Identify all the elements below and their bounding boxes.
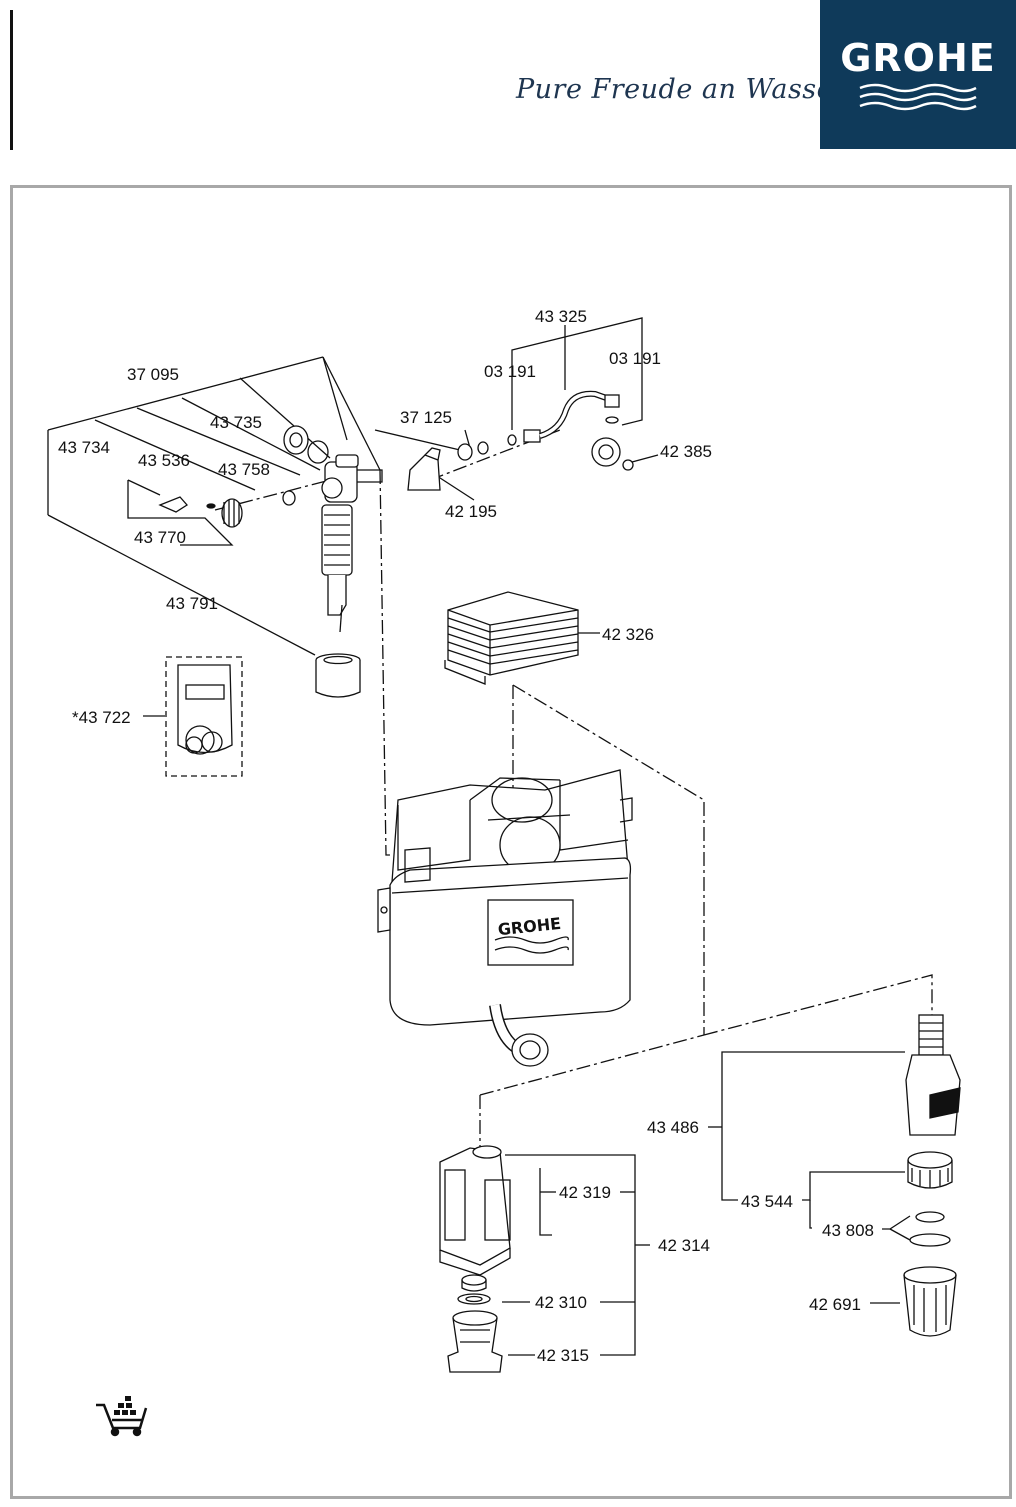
label-43536[interactable]: 43 536 [138,451,190,470]
label-37095[interactable]: 37 095 [127,365,179,384]
label-43770[interactable]: 43 770 [134,528,186,547]
label-42314[interactable]: 42 314 [658,1236,710,1255]
bracket-42314 [502,1154,650,1356]
inlet-connector [407,390,634,491]
label-43544[interactable]: 43 544 [741,1192,793,1211]
label-03191-right[interactable]: 03 191 [609,349,661,368]
cistern-body [377,769,633,1067]
label-43758[interactable]: 43 758 [218,460,270,479]
logo-text: GROHE [840,36,996,80]
label-43722[interactable]: *43 722 [72,708,131,727]
label-42195[interactable]: 42 195 [445,502,497,521]
header-rule [10,10,13,150]
seal-kit-43722 [165,656,243,777]
label-43486[interactable]: 43 486 [647,1118,699,1137]
drawing-frame [10,185,1012,1499]
label-42691[interactable]: 42 691 [809,1295,861,1314]
grohe-logo[interactable]: GROHE [820,0,1016,149]
label-37125[interactable]: 37 125 [400,408,452,427]
part-42326-box [444,591,579,685]
label-42315[interactable]: 42 315 [537,1346,589,1365]
fill-valve [321,454,383,633]
brand-tagline: Pure Freude an Wasser [516,74,847,105]
float-cup-43791 [315,653,361,698]
label-03191-left[interactable]: 03 191 [484,362,536,381]
small-parts [158,425,329,528]
label-43808[interactable]: 43 808 [822,1221,874,1240]
label-43734[interactable]: 43 734 [58,438,110,457]
leader-lines-top [47,317,659,717]
label-43791[interactable]: 43 791 [166,594,218,613]
bracket-43486 [708,1051,911,1304]
label-42310[interactable]: 42 310 [535,1293,587,1312]
flush-valve-42314 [439,1145,511,1373]
part-labels: 43 325 03 191 03 191 37 095 43 735 37 12… [58,307,874,1365]
shopping-cart-icon[interactable] [96,1396,148,1437]
label-42385[interactable]: 42 385 [660,442,712,461]
flush-valve-43486 [903,1014,961,1337]
label-43735[interactable]: 43 735 [210,413,262,432]
grohe-wave-logo-icon [859,83,977,111]
label-42326[interactable]: 42 326 [602,625,654,644]
label-43325[interactable]: 43 325 [535,307,587,326]
label-42319[interactable]: 42 319 [559,1183,611,1202]
